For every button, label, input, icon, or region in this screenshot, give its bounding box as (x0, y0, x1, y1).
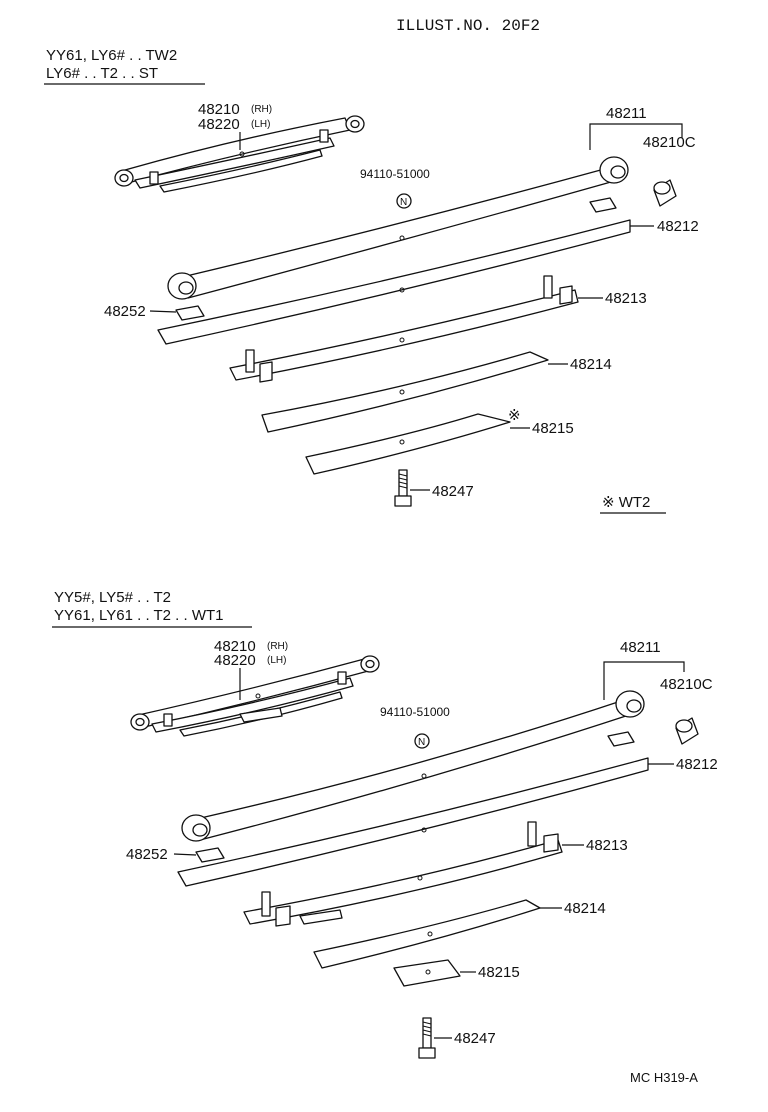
bottom-label-94110: 94110-51000 (380, 705, 450, 719)
top-label-48211: 48211 (606, 105, 647, 122)
top-bushing-48210c (653, 179, 677, 207)
bottom-label-48220-lh: (LH) (267, 655, 286, 666)
top-label-48220: 48220 (198, 116, 240, 133)
bottom-label-48215: 48215 (478, 964, 520, 981)
bottom-label-48210-rh: (RH) (267, 641, 288, 652)
top-bolt-48247 (394, 469, 412, 507)
top-label-48213: 48213 (605, 290, 647, 307)
bottom-label-48252: 48252 (126, 846, 168, 863)
bottom-leaf-48215 (393, 959, 461, 987)
top-header-line1: YY61, LY6# . . TW2 (46, 47, 177, 64)
bottom-label-48247: 48247 (454, 1030, 496, 1047)
top-label-48212: 48212 (657, 218, 699, 235)
bottom-label-48211: 48211 (620, 639, 661, 656)
top-label-48252: 48252 (104, 303, 146, 320)
top-pad-small-icon (589, 197, 617, 213)
bottom-label-48210: 48210 (214, 638, 256, 655)
top-label-48215-mark: ※ (508, 407, 521, 424)
top-leaf-48213 (229, 275, 579, 383)
bottom-section: YY5#, LY5# . . T2 YY61, LY61 . . T2 . . … (52, 589, 718, 1059)
top-label-48214: 48214 (570, 356, 612, 373)
bottom-nut-mark: N (418, 737, 425, 748)
top-main-leaf-48211 (167, 156, 629, 300)
top-leaf-48215 (305, 413, 511, 475)
bottom-label-48210c: 48210C (660, 676, 713, 693)
top-label-94110: 94110-51000 (360, 167, 430, 181)
bottom-pad-small-icon (607, 731, 635, 747)
top-label-48210c: 48210C (643, 134, 696, 151)
bottom-leaf-48213 (243, 821, 563, 927)
illustration-number: ILLUST.NO. 20F2 (396, 17, 540, 35)
top-section: YY61, LY6# . . TW2 LY6# . . T2 . . ST 48… (44, 47, 699, 514)
top-note-wt2: ※ WT2 (602, 494, 650, 511)
bottom-spring-assembly (130, 655, 380, 737)
bottom-label-48212: 48212 (676, 756, 718, 773)
bottom-pad-48252 (195, 847, 225, 863)
bottom-header-line2: YY61, LY61 . . T2 . . WT1 (54, 607, 224, 624)
diagram-code: MC H319-A (630, 1070, 698, 1085)
top-nut-icon (396, 193, 412, 209)
bottom-nut-icon (414, 733, 430, 749)
bottom-leaf-48214 (313, 899, 541, 969)
bottom-leaf-48212 (177, 757, 649, 887)
top-label-48220-lh: (LH) (251, 119, 270, 130)
bottom-label-48220: 48220 (214, 652, 256, 669)
bottom-label-48214: 48214 (564, 900, 606, 917)
bottom-bushing-48210c (675, 717, 699, 745)
top-pad-48252 (175, 305, 205, 321)
bottom-main-leaf-48211 (181, 690, 645, 842)
top-label-48215: 48215 (532, 420, 574, 437)
top-header-line2: LY6# . . T2 . . ST (46, 65, 158, 82)
bottom-label-48213: 48213 (586, 837, 628, 854)
top-label-48247: 48247 (432, 483, 474, 500)
top-spring-assembly (114, 115, 365, 193)
top-label-48210: 48210 (198, 101, 240, 118)
top-leaf-48214 (261, 351, 549, 433)
bottom-bolt-48247 (418, 1017, 436, 1059)
bottom-header-line1: YY5#, LY5# . . T2 (54, 589, 171, 606)
top-label-48210-rh: (RH) (251, 104, 272, 115)
top-nut-mark: N (400, 197, 407, 208)
